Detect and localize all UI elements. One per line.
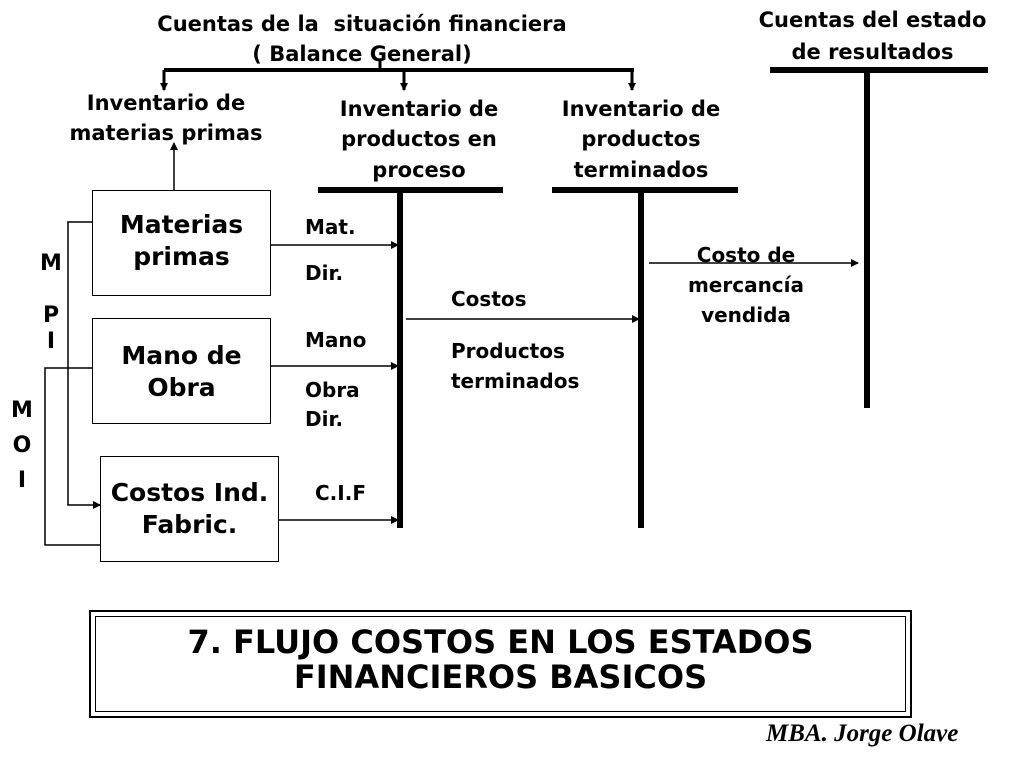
label-mano: Mano [305,328,367,352]
label-obra-dir: Obra Dir. [305,378,360,431]
title-frame: 7. FLUJO COSTOS EN LOS ESTADOS FINANCIER… [89,610,912,718]
overhead-box-label: Costos Ind. Fabric. [110,478,269,539]
labor-box-label: Mano de Obra [121,341,242,402]
finished-goods-inventory-label: Inventario de productos terminados [561,97,721,182]
mpi-label: M P I [40,251,62,354]
overhead-box: Costos Ind. Fabric. [100,456,279,562]
label-mat: Mat. [305,215,356,239]
labor-box: Mano de Obra [92,318,271,424]
moi-label: M O I [11,398,33,494]
label-cost-of-goods-sold: Costo de mercancía vendida [687,243,805,327]
arrow-indirect-labor [44,367,108,549]
raw-materials-inventory-label: Inventario de materias primas [69,91,263,146]
label-costos: Costos [451,287,527,311]
label-dir: Dir. [305,261,344,285]
label-cif: C.I.F [315,481,366,505]
label-productos-terminados: Productos terminados [451,339,580,393]
slide-title: 7. FLUJO COSTOS EN LOS ESTADOS FINANCIER… [187,623,814,696]
arrow-indirect-materials [67,221,101,509]
title-inner-frame: 7. FLUJO COSTOS EN LOS ESTADOS FINANCIER… [95,616,906,712]
author-credit: MBA. Jorge Olave [766,720,959,747]
raw-materials-box-label: Materias primas [119,210,244,271]
income-statement-header: Cuentas del estado de resultados [758,8,987,64]
raw-materials-box: Materias primas [92,190,271,296]
wip-inventory-label: Inventario de productos en proceso [339,97,499,182]
balance-sheet-header: Cuentas de la situación financiera ( Bal… [157,12,567,67]
